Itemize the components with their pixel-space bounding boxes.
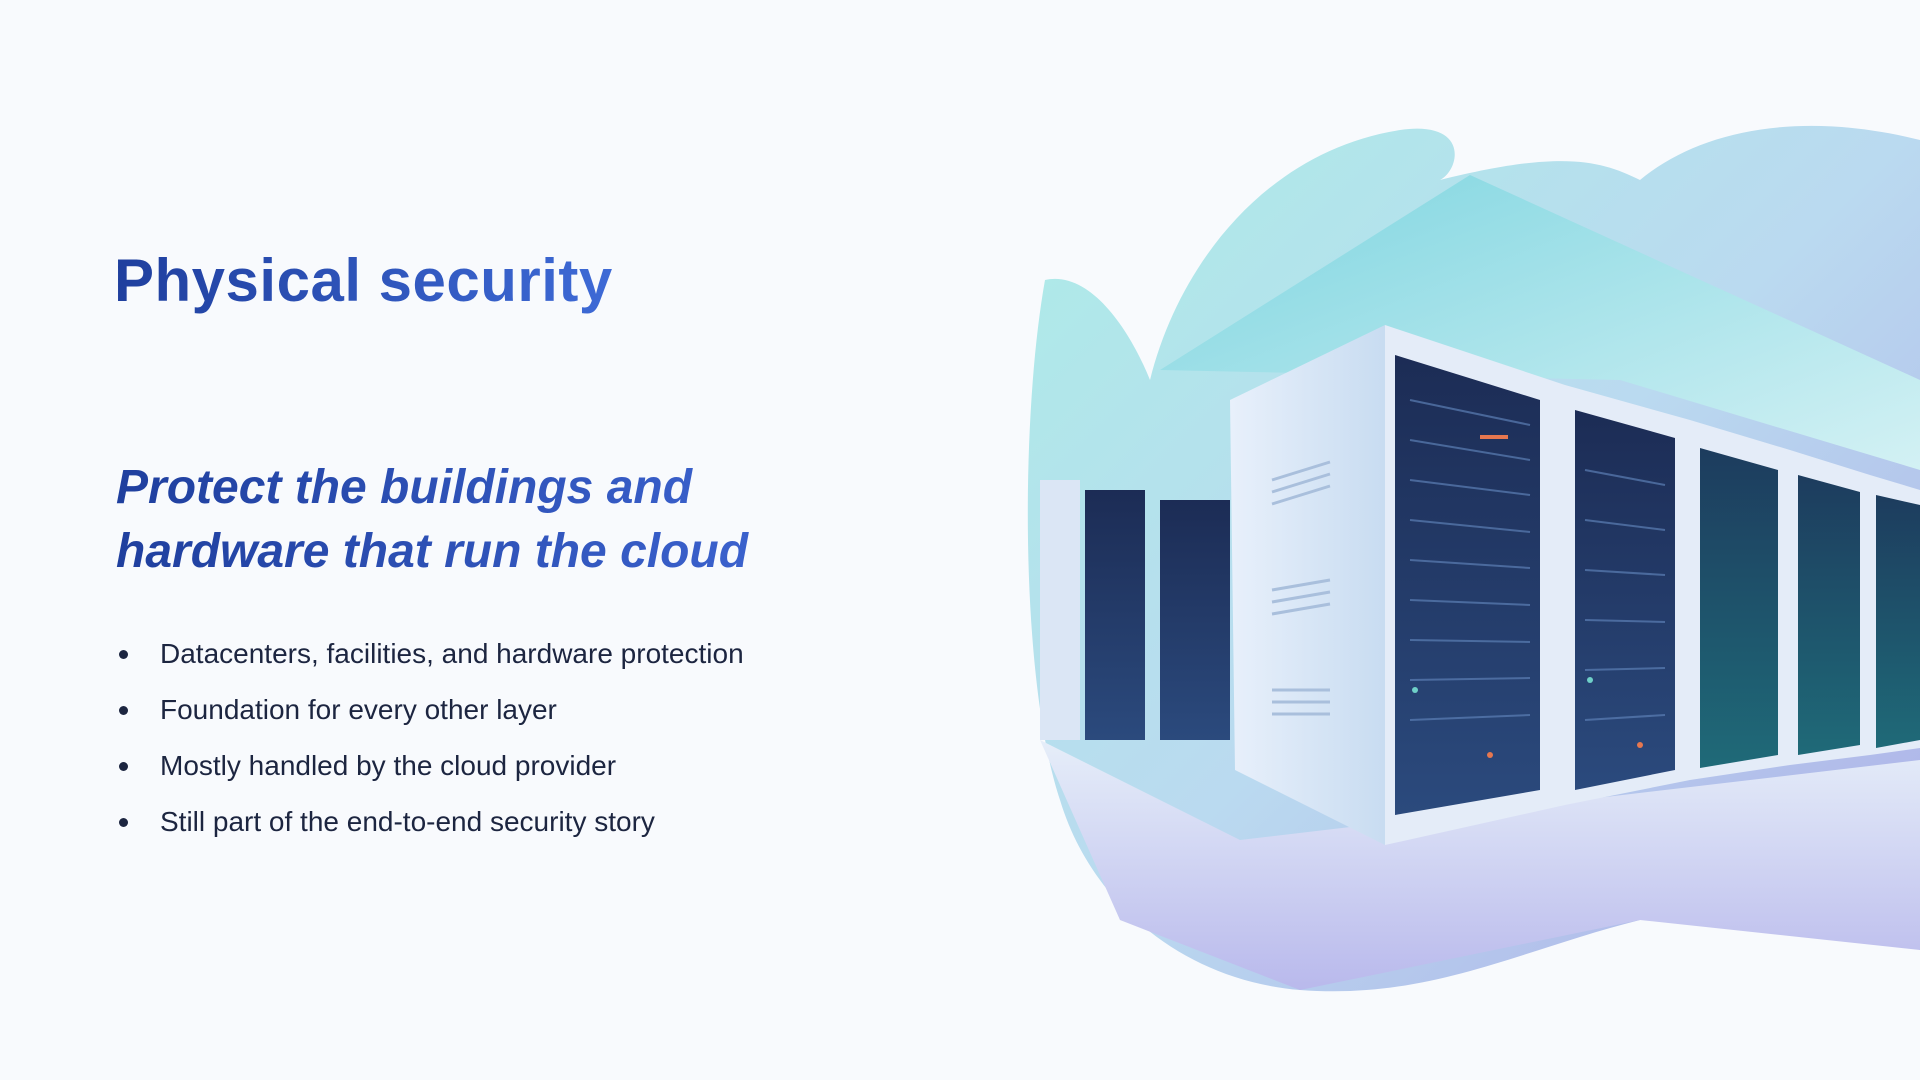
slide-title: Physical security xyxy=(114,247,613,314)
ceiling xyxy=(1160,175,1920,470)
server-rack xyxy=(1575,410,1675,790)
bullet-text: Datacenters, facilities, and hardware pr… xyxy=(160,638,744,669)
subtitle-line: hardware that run the cloud xyxy=(116,525,749,578)
bullet-item: Foundation for every other layer xyxy=(116,682,744,738)
server-rack xyxy=(1395,355,1540,815)
slide-subtitle: Protect the buildings and hardware that … xyxy=(116,456,876,584)
server-rack xyxy=(1798,475,1860,755)
bullet-item: Still part of the end-to-end security st… xyxy=(116,794,744,850)
bullet-list: Datacenters, facilities, and hardware pr… xyxy=(116,626,744,850)
bullet-text: Still part of the end-to-end security st… xyxy=(160,806,655,837)
floor xyxy=(1040,740,1920,990)
bullet-item: Datacenters, facilities, and hardware pr… xyxy=(116,626,744,682)
bullet-icon xyxy=(119,649,128,659)
bullet-item: Mostly handled by the cloud provider xyxy=(116,738,744,794)
bullet-text: Foundation for every other layer xyxy=(160,694,557,725)
bullet-icon xyxy=(119,705,128,715)
bullet-icon xyxy=(119,761,128,771)
subtitle-line: Protect the buildings and xyxy=(116,461,693,514)
bullet-icon xyxy=(119,817,128,827)
server-rack xyxy=(1700,448,1778,768)
bullet-text: Mostly handled by the cloud provider xyxy=(160,750,617,781)
